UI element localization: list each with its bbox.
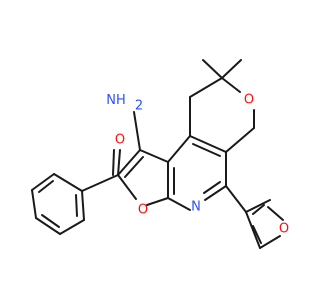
pyridine-nitrogen-label: N (191, 200, 201, 215)
carbonyl-group (81, 149, 121, 192)
pyridine-ring (167, 135, 227, 211)
bond (189, 135, 227, 153)
bond (259, 235, 281, 249)
bond (245, 199, 271, 213)
furyl-ring (225, 185, 284, 249)
bond (117, 149, 141, 176)
methyl-bond (202, 59, 223, 79)
bond (35, 217, 61, 235)
double-bond-inner (41, 214, 60, 228)
bond (167, 135, 191, 163)
bond (31, 189, 37, 219)
bond (117, 174, 137, 200)
amino-bond (133, 111, 141, 151)
amino-text: NH (106, 93, 126, 108)
bond (225, 185, 247, 213)
bond (81, 174, 119, 192)
double-bond-inner (75, 194, 78, 217)
furyl-oxygen-label: O (279, 222, 289, 237)
structure-svg: NH 2 O O N O O (31, 59, 289, 249)
double-bond-inner (38, 180, 54, 193)
atom-labels: NH 2 O O N O O (106, 93, 289, 237)
bond (31, 173, 55, 191)
furan-oxygen-label: O (138, 203, 148, 218)
bond (167, 197, 191, 211)
bond (189, 77, 223, 98)
bond (204, 185, 227, 201)
methyl-bond (221, 59, 242, 79)
double-bond-inner (252, 225, 262, 244)
bond (59, 219, 85, 235)
carbonyl-bond (112, 149, 115, 176)
molecule-diagram: NH 2 O O N O O (31, 59, 289, 249)
bond (139, 149, 169, 163)
carbonyl-bond (117, 149, 121, 176)
fused-furan-ring (117, 149, 169, 206)
double-bond-inner (203, 181, 221, 194)
bond (81, 190, 85, 221)
double-bond-inner (252, 204, 265, 215)
double-bond-inner (192, 143, 221, 157)
amino-label: NH (106, 93, 126, 108)
bond (225, 127, 255, 153)
bond (267, 206, 284, 221)
double-bond-inner (124, 156, 144, 178)
bond (245, 211, 261, 249)
phenyl-ring (31, 173, 85, 235)
bond (221, 77, 241, 93)
bond (146, 197, 169, 206)
bond (53, 173, 83, 192)
carbonyl-oxygen-label: O (115, 133, 125, 148)
amino-subscript: 2 (135, 99, 143, 114)
pyran-oxygen-label: O (244, 93, 254, 108)
pyran-ring (189, 59, 255, 153)
